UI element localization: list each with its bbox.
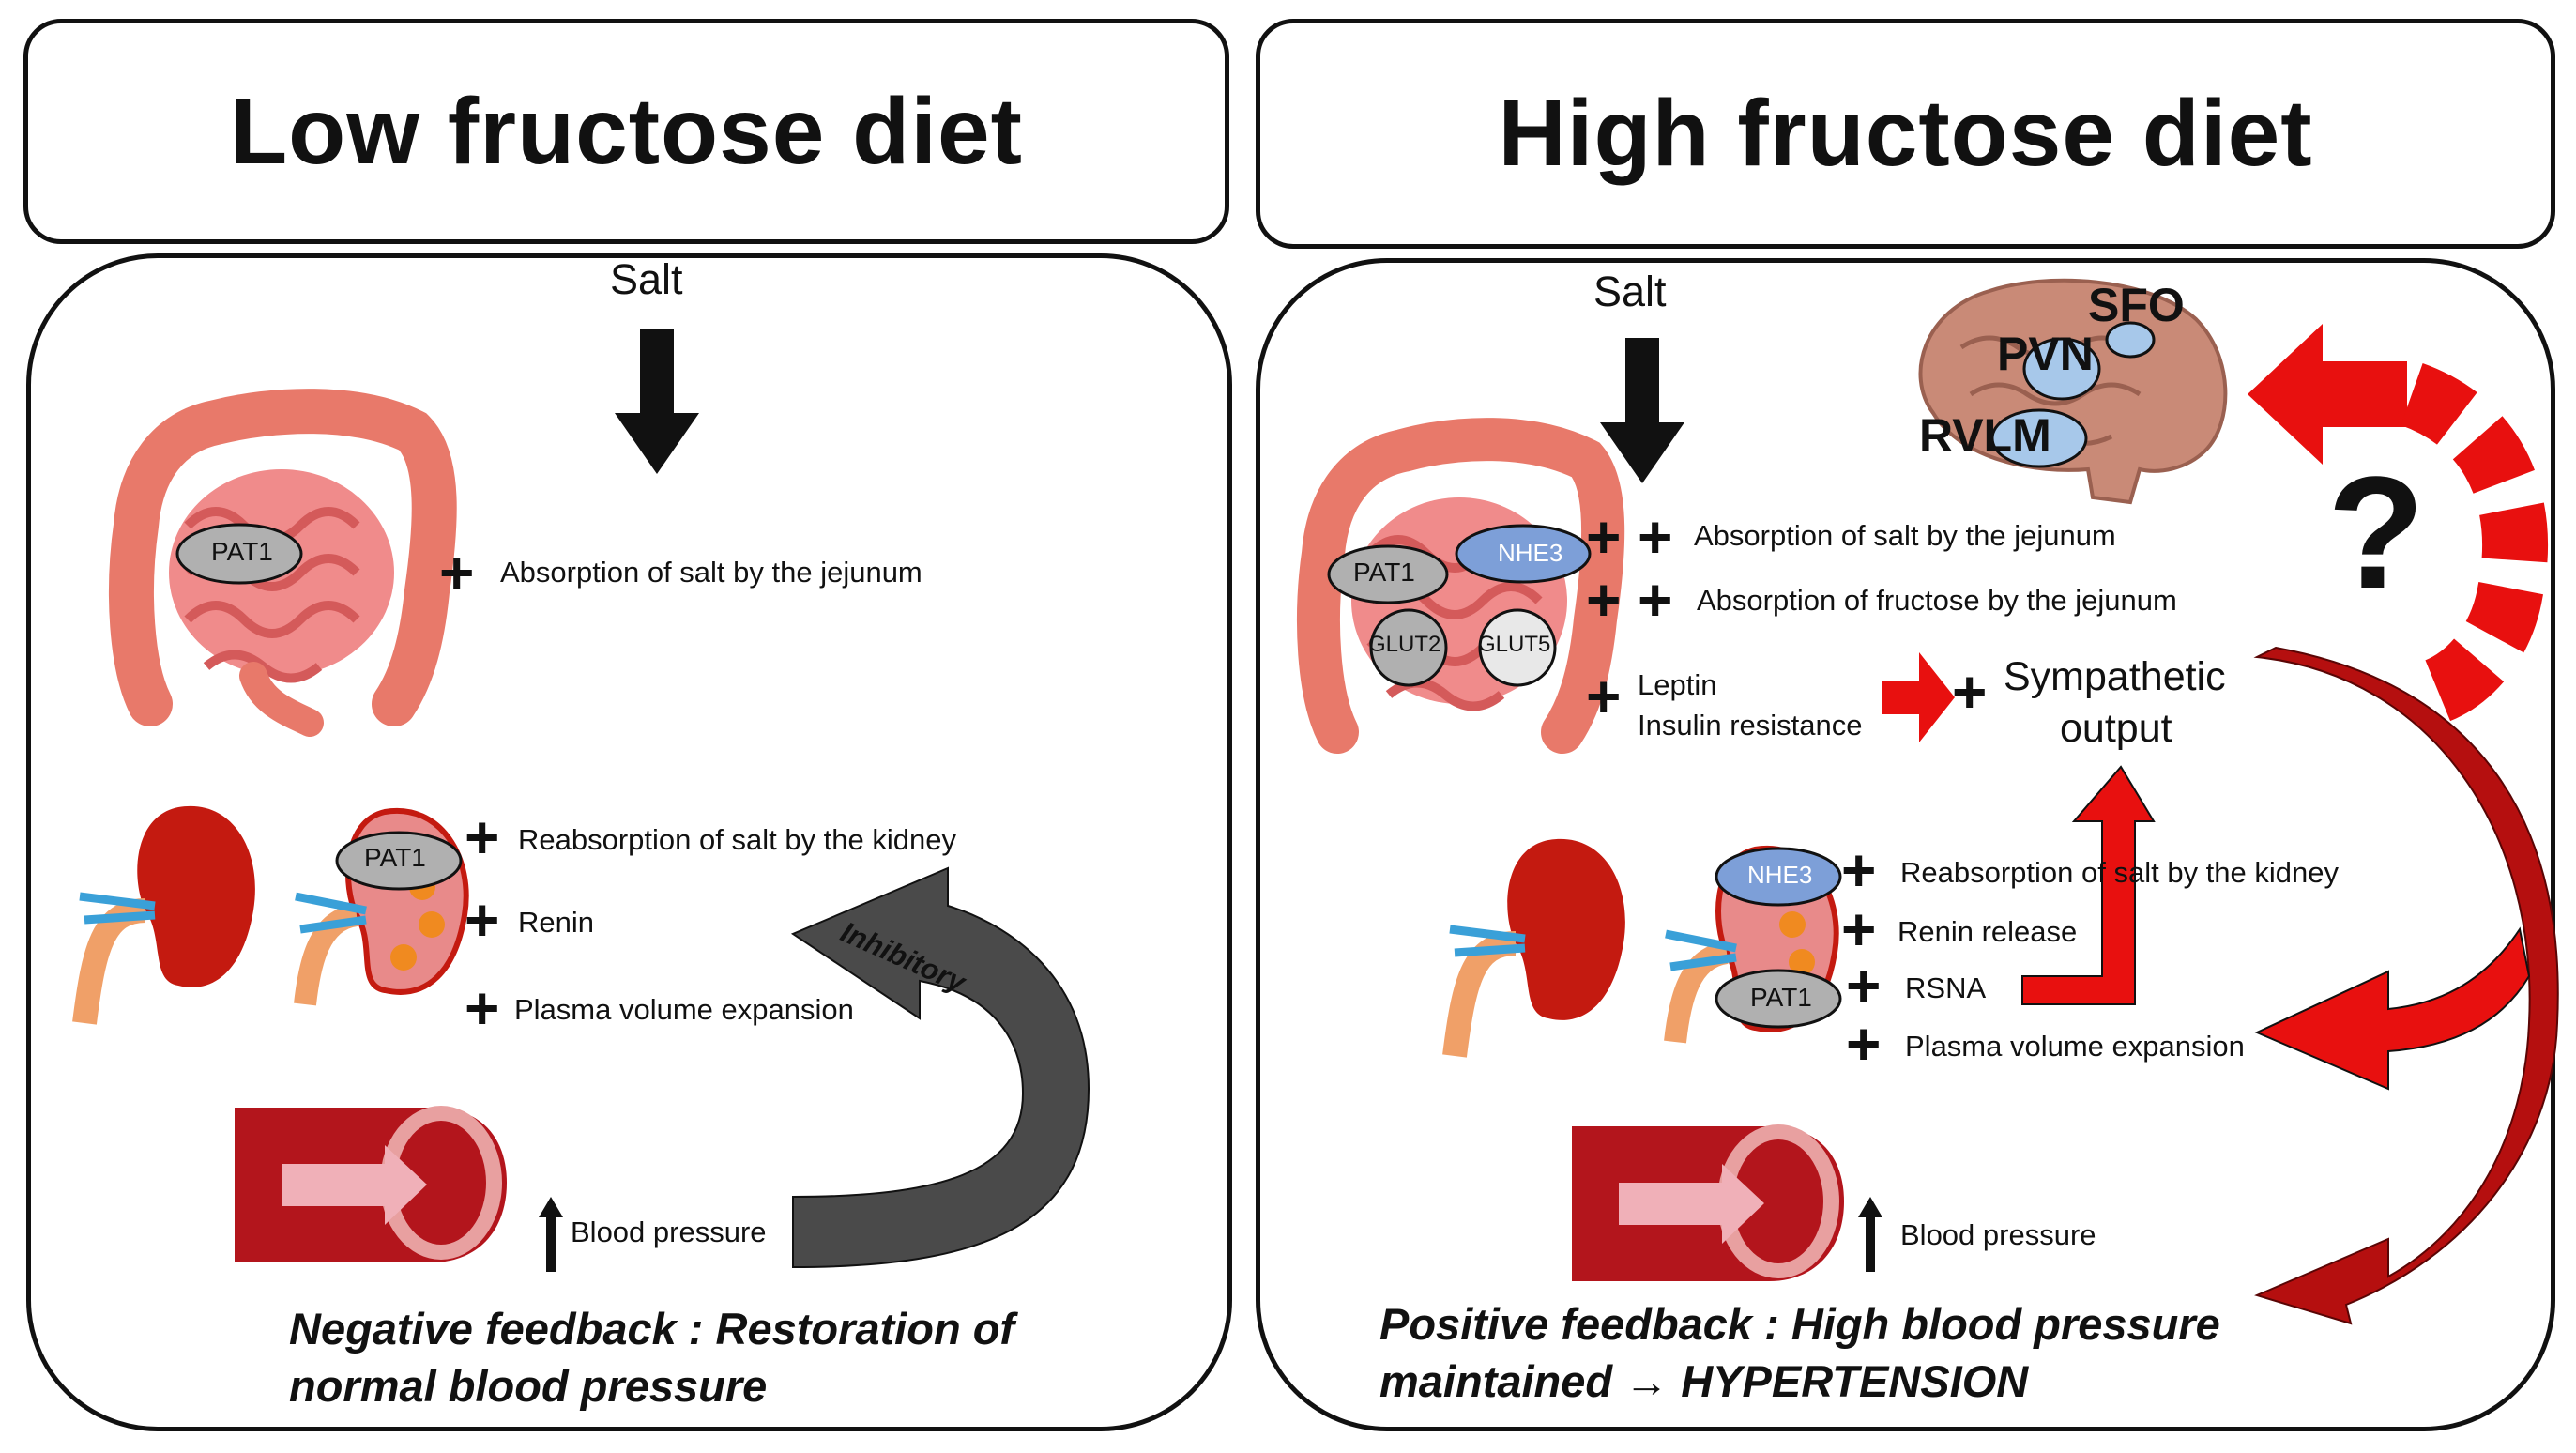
right-bp-up-arrow-icon (1858, 1197, 1882, 1272)
right-intestine-effect-2: Absorption of fructose by the jejunum (1697, 584, 2177, 617)
left-kidney-effect-2: Renin (518, 906, 594, 939)
left-kidney-effect-1: Reabsorption of salt by the kidney (518, 823, 956, 856)
rsna-to-sympathetic-arrow (2021, 765, 2156, 1005)
sympathetic-to-kidney-and-vessel-arrow (2253, 646, 2559, 1325)
right-metabolic-line1: Leptin (1638, 668, 1717, 701)
right-kidney-plus-icon-4: + (1846, 1010, 1882, 1078)
right-intestine-plus-icon-1b: + (1638, 503, 1673, 571)
right-intestine-plus-icon-2b: + (1638, 566, 1673, 634)
left-kidney-effect-3: Plasma volume expansion (514, 993, 854, 1026)
left-kidney-plus-icon-3: + (465, 974, 500, 1042)
left-caption-line2: normal blood pressure (289, 1361, 768, 1412)
brain-region-sfo-label: SFO (2088, 279, 2185, 331)
right-caption-line2: maintained → HYPERTENSION (1379, 1356, 2029, 1407)
right-metabolic-plus-icon: + (1586, 663, 1622, 730)
left-salt-label: Salt (610, 255, 683, 303)
left-inhibitory-arrow (790, 866, 1090, 1269)
right-kidney-effect-2: Renin release (1898, 915, 2078, 948)
left-header-title: Low fructose diet (230, 78, 1023, 184)
right-kidney-pat1-oval (1715, 969, 1842, 1029)
left-kidney-pat1-oval (335, 831, 463, 891)
right-metabolic-line2: Insulin resistance (1638, 709, 1863, 742)
right-kidney-plus-icon-2: + (1841, 895, 1877, 963)
right-caption: Positive feedback : High blood pressure … (1379, 1295, 2220, 1410)
left-salt-arrow (615, 329, 699, 474)
right-vessel-image (1572, 1124, 1844, 1281)
brain-region-pvn (2022, 337, 2101, 401)
right-kidney-effect-4: Plasma volume expansion (1905, 1030, 2245, 1063)
right-kidney-plus-icon-3: + (1846, 952, 1882, 1019)
right-salt-arrow (1600, 338, 1684, 483)
right-kidney-plus-icon-1: + (1841, 836, 1877, 904)
brain-region-rvlm-label: RVLM (1919, 409, 2051, 462)
left-kidney-plus-icon-2: + (465, 886, 500, 954)
right-kidney-effect-3: RSNA (1905, 971, 1987, 1004)
left-kidney-plus-icon-1: + (465, 803, 500, 871)
sympathetic-line1: Sympathetic (2004, 654, 2226, 699)
right-intestine-nhe3-oval (1455, 524, 1592, 584)
left-caption-line1: Negative feedback : Restoration of (289, 1304, 1015, 1354)
brain-region-pvn-label: PVN (1997, 328, 2094, 380)
left-intestine-pat1-label: PAT1 (211, 537, 273, 566)
left-intestine-pat1-oval (175, 523, 303, 585)
right-kidney-effect-1: Reabsorption of salt by the kidney (1900, 856, 2339, 889)
right-kidney-image (1442, 838, 1625, 1058)
right-intestine-pat1-label: PAT1 (1353, 558, 1415, 587)
brain-region-sfo (2105, 321, 2156, 359)
question-mark: ? (2327, 444, 2425, 622)
left-intestine-plus-icon: + (439, 539, 475, 606)
right-intestine-glut2-circle (1369, 608, 1448, 687)
right-kidney-nhe3-label: NHE3 (1747, 861, 1813, 889)
right-header-title: High fructose diet (1498, 81, 2313, 186)
right-intestine-effect-1: Absorption of salt by the jejunum (1694, 519, 2116, 552)
left-intestine-effect: Absorption of salt by the jejunum (500, 556, 922, 589)
right-intestine-nhe3-label: NHE3 (1498, 539, 1563, 567)
sympathetic-plus-icon: + (1952, 658, 1988, 726)
right-intestine-glut5-circle (1478, 608, 1557, 687)
right-intestine-plus-icon-2a: + (1586, 566, 1622, 634)
left-caption: Negative feedback : Restoration of norma… (289, 1300, 1014, 1415)
right-caption-line1: Positive feedback : High blood pressure (1379, 1299, 2220, 1349)
right-salt-label: Salt (1593, 268, 1667, 315)
metabolic-to-sympathetic-arrow (1882, 652, 1955, 742)
left-kidney-pat1-label: PAT1 (364, 843, 426, 872)
left-bp-up-arrow-icon (539, 1197, 563, 1272)
right-intestine-glut2-label: GLUT2 (1368, 632, 1441, 657)
left-vessel-image (235, 1106, 507, 1262)
right-blood-pressure-label: Blood pressure (1900, 1218, 2096, 1251)
left-kidney-image (72, 805, 255, 1025)
sympathetic-line2: output (2060, 706, 2172, 751)
right-kidney-pat1-label: PAT1 (1750, 983, 1812, 1012)
left-blood-pressure-label: Blood pressure (571, 1216, 767, 1248)
right-intestine-plus-icon-1a: + (1586, 503, 1622, 571)
brain-region-rvlm (1990, 408, 2088, 468)
left-header-box: Low fructose diet (23, 19, 1229, 244)
right-kidney-nhe3-oval (1715, 847, 1842, 907)
brain-feedback-arrow (2248, 324, 2549, 726)
right-intestine-pat1-oval (1327, 544, 1449, 604)
right-intestine-glut5-label: GLUT5 (1478, 632, 1551, 657)
right-header-box: High fructose diet (1256, 19, 2555, 249)
